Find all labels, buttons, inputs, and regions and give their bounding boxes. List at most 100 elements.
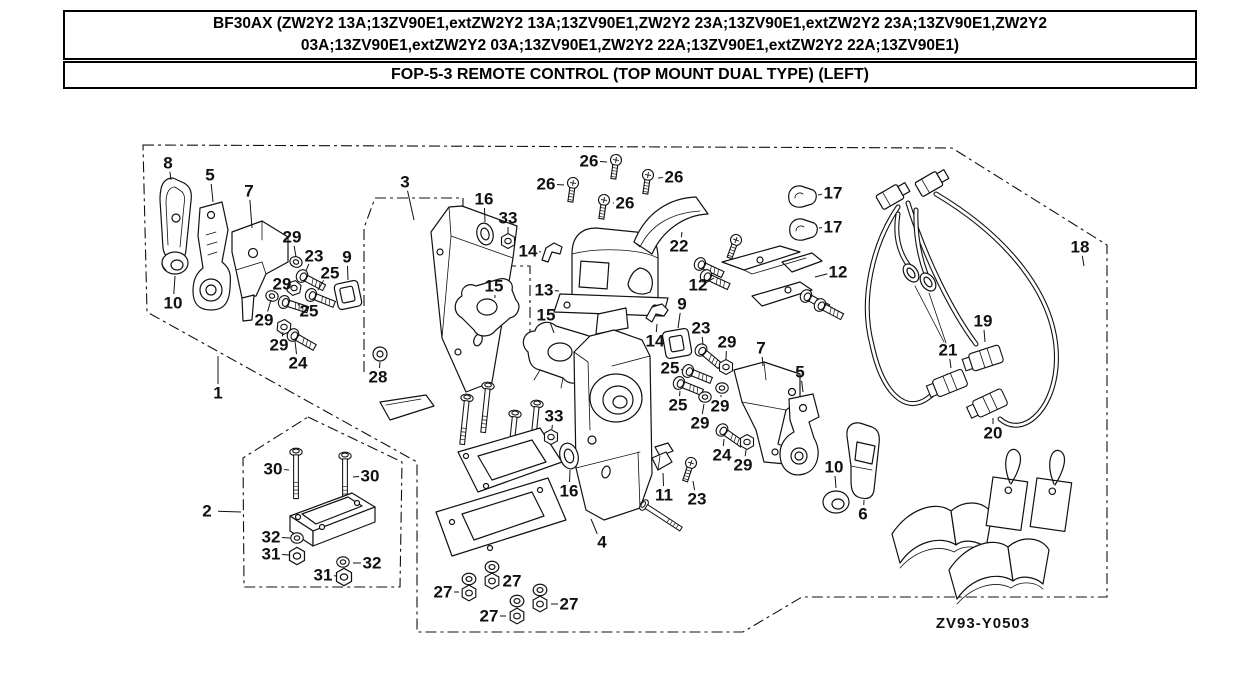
part-26-screws: [564, 153, 655, 221]
model-header: BF30AX (ZW2Y2 13A;13ZV90E1,extZW2Y2 13A;…: [63, 10, 1197, 60]
part-16-grommet-left: [476, 222, 494, 246]
part-17-clamps: [788, 185, 818, 241]
part-callout-7: 7: [756, 339, 765, 358]
callout-leader-2-56: [217, 510, 242, 513]
hang-tag-1: [985, 476, 1029, 531]
part-21-bullet-terminals: [902, 263, 937, 292]
part-callout-1: 1: [213, 384, 222, 403]
mount-plate-gasket: [457, 427, 563, 493]
part-callout-12: 12: [829, 263, 848, 282]
part-4-control-body: [573, 307, 653, 521]
part-callout-29: 29: [711, 397, 730, 416]
part-28-washer: [372, 346, 388, 362]
callout-leader-17-27: [817, 193, 823, 196]
part-callout-29: 29: [283, 228, 302, 247]
part-callout-11: 11: [655, 486, 673, 505]
part-callout-31: 31: [262, 545, 281, 564]
part-callout-15: 15: [537, 306, 556, 325]
part-callout-6: 6: [858, 505, 867, 524]
callout-leader-7-39: [761, 356, 764, 367]
part-2-spacer-block: [289, 492, 376, 547]
part-15-gasket-upper: [454, 278, 520, 337]
part-callout-5: 5: [795, 363, 804, 382]
part-33-nut-right: [543, 428, 559, 446]
owners-manual-book-1: [891, 502, 993, 569]
part-callout-18: 18: [1071, 238, 1090, 257]
part-12-screws: [691, 232, 846, 324]
part-callout-20: 20: [984, 424, 1003, 443]
part-21-connector: [924, 368, 969, 401]
hang-tag-2: [1029, 477, 1073, 532]
part-12-mount-rails: [721, 245, 823, 307]
part-callout-26: 26: [665, 168, 684, 187]
part-callout-26: 26: [537, 175, 556, 194]
part-5-lever-arm-left: [192, 201, 232, 311]
part-5-lever-arm-right: [779, 393, 820, 476]
callout-leader-23-33: [701, 336, 704, 346]
callout-leader-24-40: [722, 438, 725, 447]
owners-manual-book-2: [948, 538, 1050, 605]
part-callout-21: 21: [939, 341, 958, 360]
callout-leader-8-0: [169, 171, 172, 181]
part-callout-4: 4: [597, 533, 607, 552]
part-callout-25: 25: [661, 359, 680, 378]
model-line-1: BF30AX (ZW2Y2 13A;13ZV90E1,extZW2Y2 13A;…: [213, 14, 1047, 32]
part-callout-17: 17: [824, 218, 843, 237]
part-callout-25: 25: [321, 264, 340, 283]
part-30-bolts: [289, 447, 352, 504]
callout-leader-29-11: [281, 331, 284, 337]
callout-leader-15-25: [549, 323, 555, 334]
part-callout-15: 15: [485, 277, 504, 296]
callout-leader-26-19: [556, 184, 565, 186]
part-19-connector: [960, 343, 1005, 375]
callout-leader-4-46: [590, 518, 598, 535]
part-callout-3: 3: [400, 173, 409, 192]
part-callout-13: 13: [535, 281, 554, 300]
part-callout-26: 26: [580, 152, 599, 171]
callout-leader-16-16: [483, 207, 486, 223]
section-title: FOP-5-3 REMOTE CONTROL (TOP MOUNT DUAL T…: [391, 66, 869, 83]
callout-leader-25-9: [297, 303, 301, 307]
part-callout-14: 14: [646, 332, 665, 351]
part-callout-24: 24: [289, 354, 308, 373]
callout-leader-29-41: [744, 449, 747, 457]
part-33-nut-left: [500, 232, 516, 250]
part-callout-31: 31: [314, 566, 333, 585]
callout-leader-10-51: [834, 475, 837, 489]
part-callout-23: 23: [692, 319, 711, 338]
part-callout-16: 16: [560, 482, 579, 501]
callout-leader-11-44: [662, 472, 665, 487]
callout-leader-14-32: [655, 323, 658, 333]
part-9-cap-left: [333, 279, 363, 311]
section-header: FOP-5-3 REMOTE CONTROL (TOP MOUNT DUAL T…: [63, 61, 1197, 89]
part-callout-17: 17: [824, 184, 843, 203]
part-callout-9: 9: [342, 248, 351, 267]
part-7-bracket-left: [231, 220, 289, 322]
part-9-cap-right: [661, 327, 693, 360]
callout-leader-21-49: [949, 358, 952, 369]
callout-leader-9-13: [346, 265, 349, 281]
part-callout-32: 32: [262, 528, 281, 547]
part-callout-8: 8: [163, 154, 172, 173]
part-13-switch-housing: [553, 227, 669, 317]
part-callout-30: 30: [361, 467, 380, 486]
callout-leader-18-47: [1081, 255, 1085, 267]
part-6-grip-right: [846, 422, 880, 500]
part-callout-10: 10: [164, 294, 183, 313]
part-8-grip: [159, 177, 192, 262]
part-23-screw-lower: [679, 455, 699, 484]
harness-plugs: [875, 169, 950, 210]
callout-leader-12-29: [814, 273, 828, 278]
part-callout-14: 14: [519, 242, 538, 261]
mount-plate-lower: [435, 477, 567, 557]
callout-leader-26-18: [599, 161, 608, 163]
part-callout-5: 5: [205, 166, 214, 185]
part-callout-9: 9: [677, 295, 686, 314]
callout-leader-32-57: [281, 536, 291, 539]
callout-leader-29-10: [267, 299, 272, 312]
part-callout-32: 32: [363, 554, 382, 573]
part-3-latch-lever: [379, 394, 435, 421]
part-callout-12: 12: [689, 276, 708, 295]
